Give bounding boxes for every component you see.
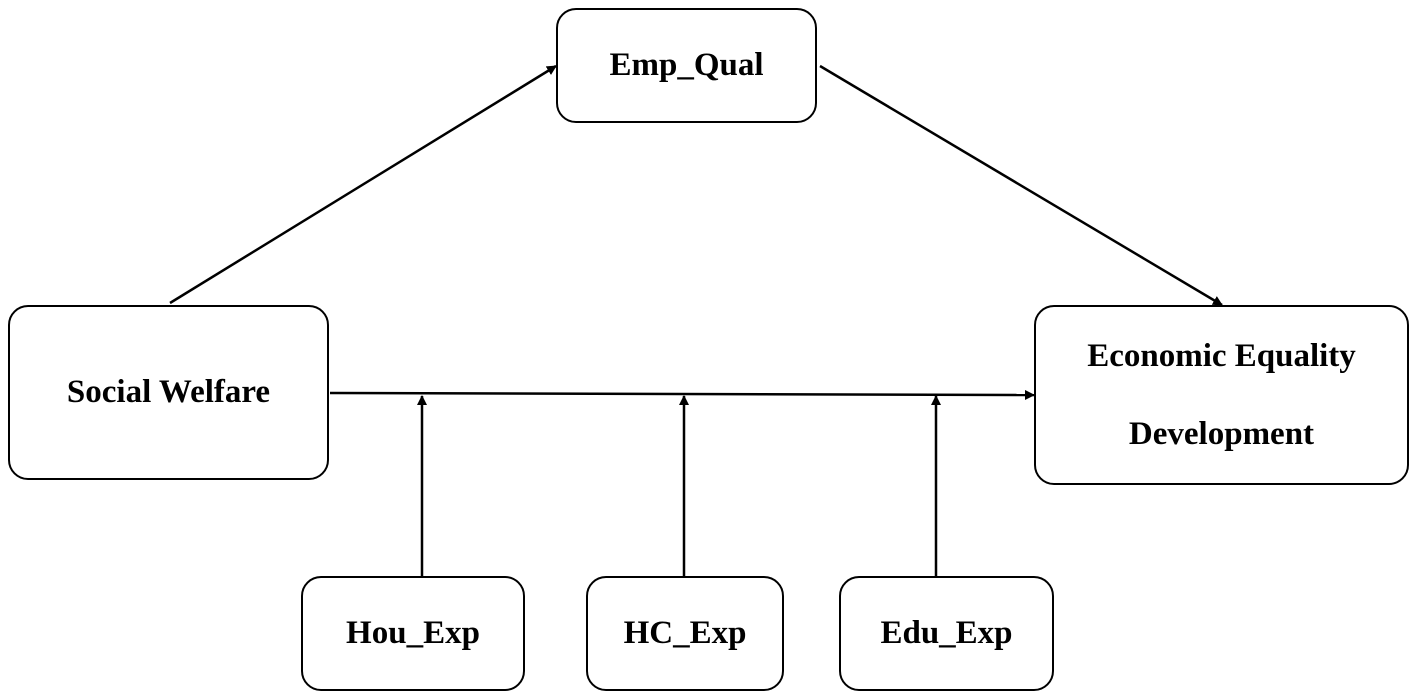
node-hc-exp-label: HC_Exp — [623, 615, 747, 651]
node-economic-equality-line2: Development — [1128, 416, 1315, 452]
edge-social-to-econ — [329, 389, 1035, 400]
node-economic-equality-development: Economic Equality Development — [1034, 305, 1409, 485]
node-hou-exp: Hou_Exp — [301, 576, 525, 691]
edge-social-to-empqual — [169, 64, 557, 305]
node-economic-equality-line1: Economic Equality — [1087, 338, 1356, 374]
node-hou-exp-label: Hou_Exp — [346, 615, 480, 651]
node-emp-qual: Emp_Qual — [556, 8, 817, 123]
node-edu-exp: Edu_Exp — [839, 576, 1054, 691]
edge-empqual-to-econ — [819, 64, 1223, 307]
node-emp-qual-label: Emp_Qual — [609, 47, 764, 83]
node-social-welfare: Social Welfare — [8, 305, 329, 480]
node-social-welfare-label: Social Welfare — [66, 374, 271, 410]
node-edu-exp-label: Edu_Exp — [880, 615, 1013, 651]
node-hc-exp: HC_Exp — [586, 576, 784, 691]
